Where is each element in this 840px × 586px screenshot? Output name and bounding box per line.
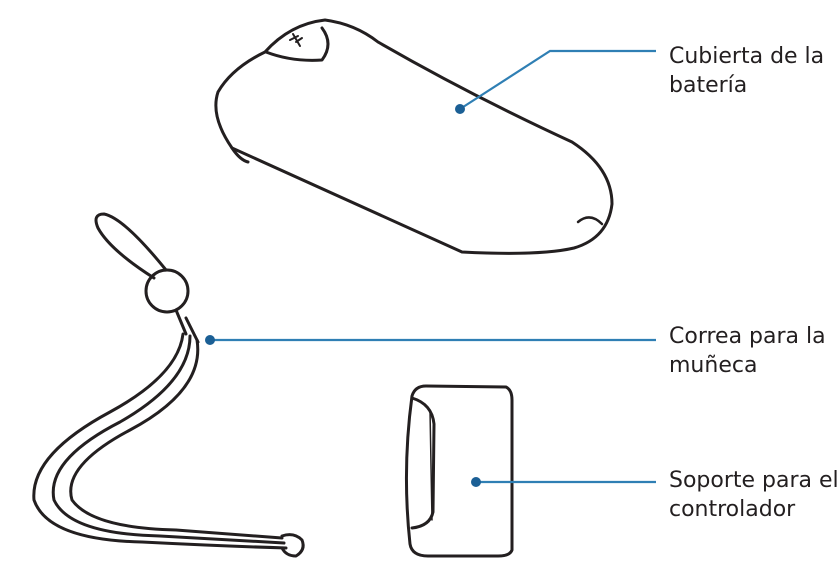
battery-cover-illustration (214, 18, 614, 255)
wrist-strap-label-line2: muñeca (669, 353, 758, 378)
battery-cover-label: Cubierta de la batería (669, 42, 824, 100)
wrist-strap-label: Correa para la muñeca (669, 322, 826, 380)
controller-holder-label: Soporte para el controlador (669, 466, 839, 524)
controller-holder-label-line2: controlador (669, 497, 796, 522)
controller-holder-illustration (404, 384, 514, 558)
controller-holder-label-line1: Soporte para el (669, 468, 839, 493)
wrist-strap-label-line1: Correa para la (669, 324, 826, 349)
leader-line-battery-cover (459, 49, 656, 110)
callout-dot-controller-holder (471, 477, 481, 487)
callout-dot-battery-cover (455, 104, 465, 114)
battery-cover-label-line2: batería (669, 73, 748, 98)
battery-cover-label-line1: Cubierta de la (669, 44, 825, 69)
callout-dot-wrist-strap (205, 335, 215, 345)
wrist-strap-illustration (32, 212, 305, 558)
